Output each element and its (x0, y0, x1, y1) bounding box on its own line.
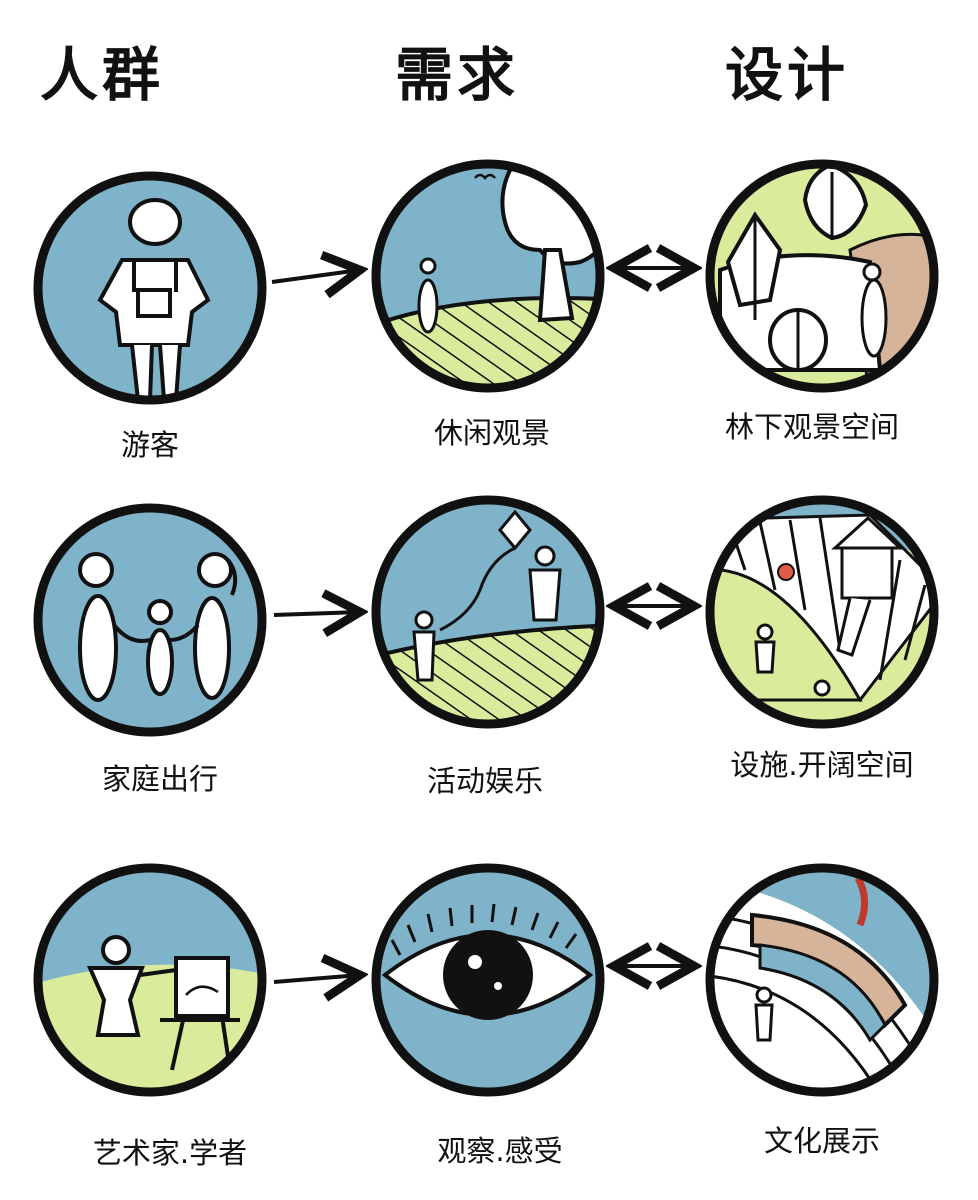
label-need-2: 活动娱乐 (426, 764, 544, 798)
eye-icon (371, 863, 605, 1097)
icon-forest-view-space (705, 159, 939, 393)
label-group-3: 艺术家.学者 (92, 1136, 248, 1170)
icon-activity (371, 495, 605, 729)
icon-leisure-view (371, 159, 605, 393)
label-group-1: 游客 (120, 428, 180, 462)
header-design: 设计 (725, 41, 850, 109)
label-design-2: 设施.开阔空间 (730, 748, 914, 782)
label-need-3: 观察.感受 (437, 1134, 563, 1168)
icon-facilities-open-space (705, 495, 939, 729)
label-design-3: 文化展示 (763, 1124, 881, 1158)
label-design-1: 林下观景空间 (724, 410, 900, 444)
arrow-group-to-need-1 (271, 270, 360, 282)
arrow-group-to-need-3 (273, 975, 360, 982)
icon-family (33, 503, 267, 737)
icon-cultural-display (705, 863, 939, 1097)
icon-tourist (33, 171, 267, 405)
arrow-group-to-need-2 (273, 612, 360, 615)
header-group: 人群 (40, 41, 165, 109)
icon-artist (33, 863, 267, 1097)
header-need: 需求 (395, 41, 520, 109)
label-need-1: 休闲观景 (433, 416, 551, 450)
label-group-2: 家庭出行 (101, 762, 219, 796)
